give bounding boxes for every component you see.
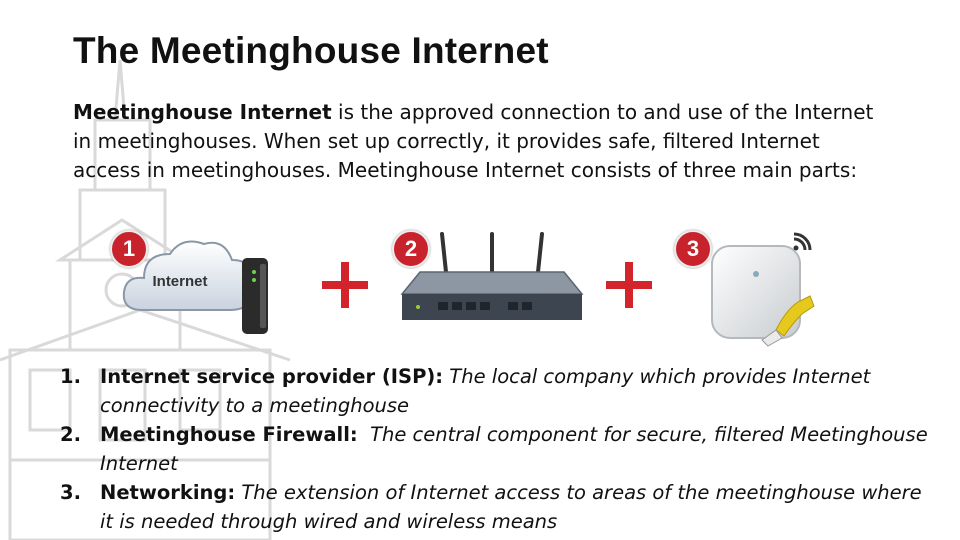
plus-icon-2	[606, 262, 652, 308]
list-number: 1.	[60, 365, 81, 388]
three-parts-diagram: 1 Internet 2 3	[100, 218, 860, 358]
list-description: The extension of Internet access to area…	[100, 481, 922, 533]
list-description: The local company which provides Interne…	[100, 365, 871, 417]
list-item: 3. Networking: The extension of Internet …	[60, 478, 940, 536]
list-term: Networking:	[100, 481, 236, 504]
list-item: 2. Meetinghouse Firewall: The central com…	[60, 420, 940, 478]
wifi-icon	[793, 232, 812, 251]
list-number: 3.	[60, 481, 81, 504]
cloud-icon: Internet	[122, 240, 256, 311]
list-description: The central component for secure, filter…	[100, 423, 934, 475]
modem-icon	[242, 258, 268, 334]
page-title: The Meetinghouse Internet	[73, 30, 549, 71]
intro-bold-term: Meetinghouse Internet	[73, 100, 332, 124]
intro-paragraph: Meetinghouse Internet is the approved co…	[73, 98, 893, 185]
badge-3: 3	[674, 230, 712, 268]
router-icon	[400, 232, 584, 320]
list-term: Internet service provider (ISP):	[100, 365, 444, 388]
badge-2: 2	[392, 230, 430, 268]
access-point-icon	[711, 245, 815, 347]
list-term: Meetinghouse Firewall:	[100, 423, 358, 446]
cloud-label: Internet	[152, 273, 207, 290]
plus-icon-1	[322, 262, 368, 308]
badge-1: 1	[110, 230, 148, 268]
intro-text: is the approved connection to and use of…	[73, 100, 874, 182]
list-item: 1. Internet service provider (ISP): The l…	[60, 362, 940, 420]
list-number: 2.	[60, 423, 81, 446]
parts-list: 1. Internet service provider (ISP): The l…	[60, 362, 940, 536]
